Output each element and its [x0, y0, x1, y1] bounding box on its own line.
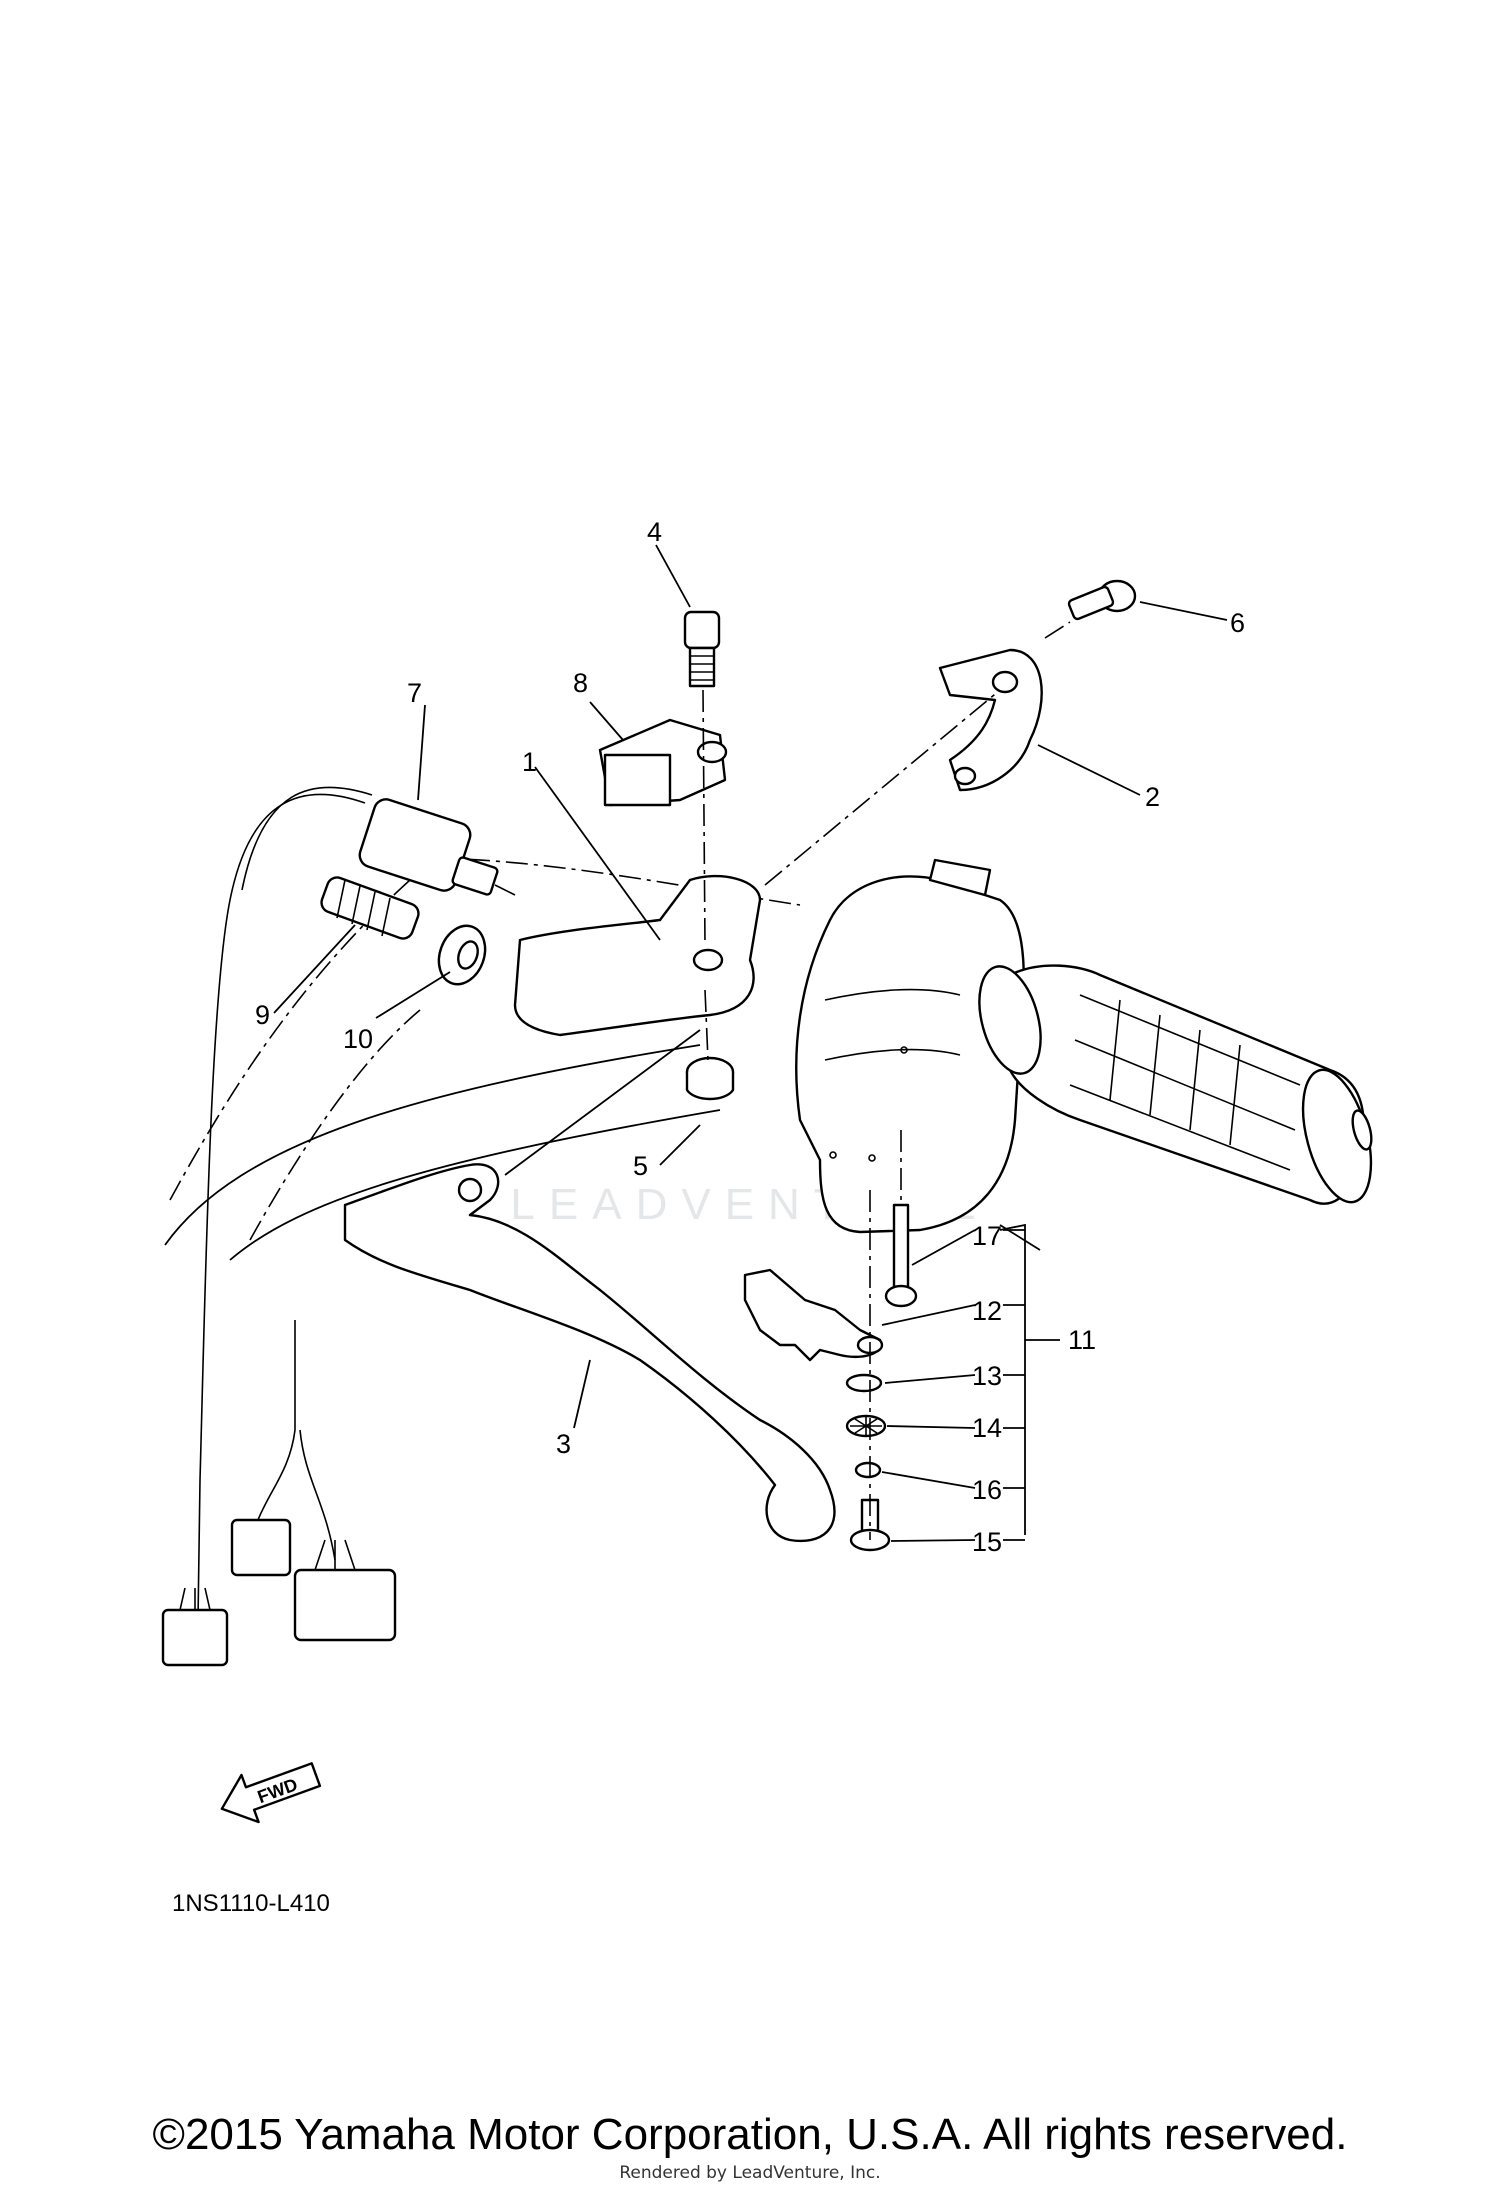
washer	[845, 1373, 883, 1393]
leader-lines	[273, 544, 1228, 1542]
callout-3: 3	[556, 1429, 571, 1459]
callout-9: 9	[255, 1000, 270, 1030]
spring-washer	[854, 1461, 882, 1479]
switch-wire-harness	[161, 786, 373, 1667]
callout-4: 4	[647, 517, 662, 547]
callout-17: 17	[972, 1221, 1002, 1251]
callout-10: 10	[343, 1024, 373, 1054]
pivot-bolt	[683, 610, 721, 688]
handlebar-clamp	[938, 648, 1043, 792]
callout-14: 14	[972, 1413, 1002, 1443]
assembly-lines	[702, 621, 1071, 1540]
holder-pivot	[692, 948, 724, 972]
callout-6: 6	[1230, 608, 1245, 638]
adjuster-bolt	[320, 876, 420, 940]
copyright-notice: ©2015 Yamaha Motor Corporation, U.S.A. A…	[152, 2110, 1348, 2159]
rendered-by-notice: Rendered by LeadVenture, Inc.	[619, 2163, 881, 2183]
fwd-arrow-icon: FWD	[220, 1762, 322, 1824]
callout-11: 11	[1068, 1325, 1096, 1355]
pair-connector-harness	[230, 1320, 397, 1642]
clamp-screw	[1067, 579, 1137, 621]
callout-12: 12	[972, 1296, 1002, 1326]
brake-lever	[343, 1163, 836, 1543]
callout-2: 2	[1145, 782, 1160, 812]
diagram-code: 1NS1110-L410	[172, 1890, 330, 1917]
handlebar-ghost-outline	[164, 857, 801, 1261]
handlebar-grip	[978, 964, 1373, 1205]
callout-15: 15	[972, 1527, 1002, 1557]
lever-switch	[358, 798, 516, 896]
lever-holder	[513, 874, 762, 1037]
pivot-nut	[685, 1056, 735, 1101]
callout-13: 13	[972, 1361, 1002, 1391]
cover-bracket	[598, 718, 728, 807]
reservoir-cover	[743, 1268, 882, 1362]
callout-8: 8	[573, 668, 588, 698]
lever-pivot-hole	[457, 1177, 483, 1203]
lock-nut	[437, 924, 487, 986]
cover-screw	[849, 1498, 891, 1552]
callout-5: 5	[633, 1151, 648, 1181]
callout-16: 16	[972, 1475, 1002, 1505]
cover-bolt	[884, 1203, 918, 1308]
master-cylinder-housing	[795, 858, 1025, 1234]
callout-1: 1	[522, 747, 537, 777]
callout-7: 7	[407, 678, 422, 708]
